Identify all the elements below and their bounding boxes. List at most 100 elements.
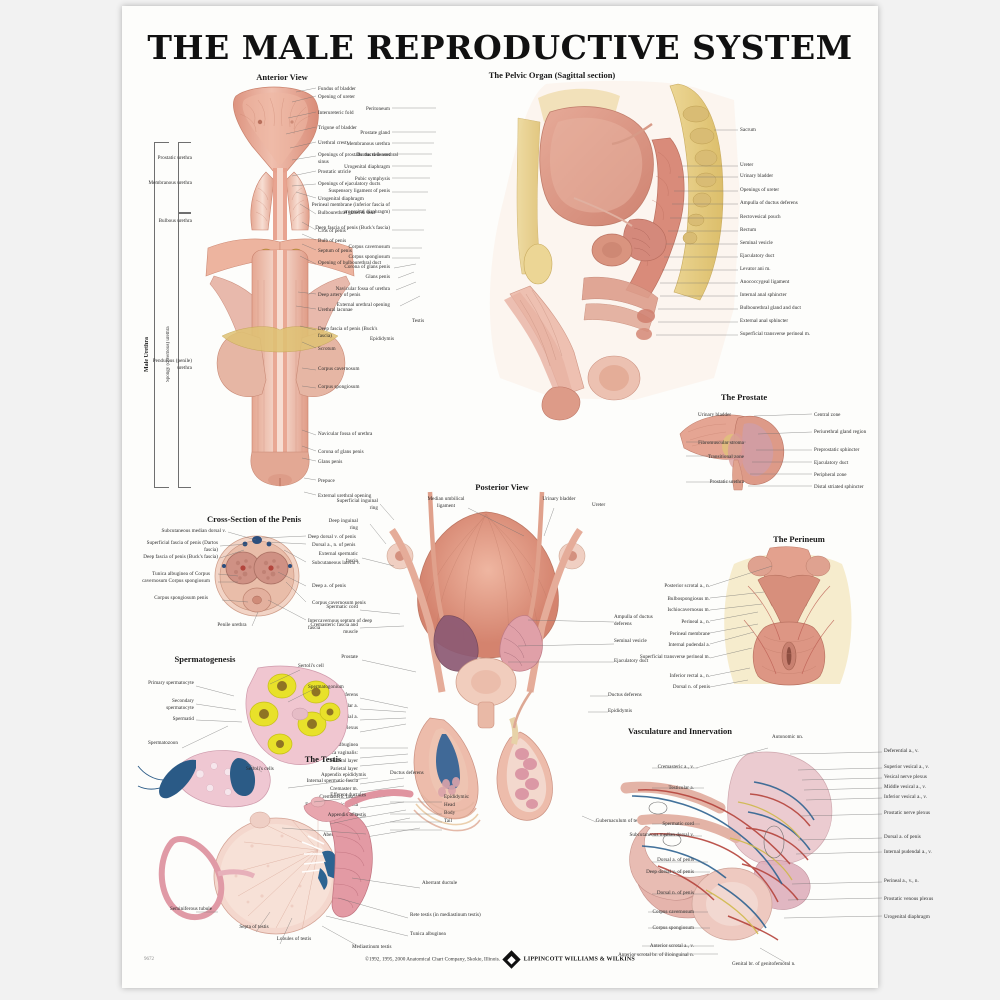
label-tunica-albuginea-testis: Tunica albuginea [410, 931, 446, 937]
label-corona-glans-pelvic: Corona of glans penis [344, 264, 390, 270]
label-rectum: Rectum [740, 227, 757, 233]
panel-title-spermatogenesis: Spermatogenesis [174, 654, 236, 664]
catalog-code: 9672 [144, 957, 154, 962]
bracket-prostatic-membranous [178, 142, 191, 214]
panel-title-cross-section: Cross-Section of the Penis [206, 514, 302, 524]
label-urogenital-diaphragm-pelvic: Urogenital diaphragm [344, 164, 390, 170]
label-perineal-a-v-n: Perineal a., v., n. [884, 878, 919, 884]
label-urogenital-diaphragm-vasc: Urogenital diaphragm [884, 914, 930, 920]
label-external-urethral-opening: External urethral opening [318, 493, 372, 499]
label-deep-fascia-of-penis: Deep fascia of penis (Buck's fascia) [318, 326, 378, 339]
label-septum-of-penis: Septum of penis [318, 248, 352, 254]
anterior-view-leader-lines [285, 87, 317, 496]
label-prostate-gland: Prostate gland [360, 130, 390, 136]
bracket-male-urethra [154, 142, 169, 488]
label-ureter-posterior: Ureter [592, 502, 606, 508]
label-trigone-of-bladder: Trigone of bladder [318, 125, 357, 131]
label-openings-ejaculatory-ducts: Openings of ejaculatory ducts [318, 181, 381, 187]
label-urinary-bladder-posterior: Urinary bladder [542, 496, 576, 502]
label-corpus-cavernosum-penis-cross: Corpus cavernosum penis [312, 600, 366, 606]
label-median-umbilical-ligament: Median umbilical ligament [427, 496, 465, 509]
label-external-spermatic-fascia-post: External spermatic fascia [318, 551, 358, 564]
label-tunica-vaginalis: Tunica vaginalis: [322, 750, 358, 756]
label-bulbospongiosus-m: Bulbospongiosus m. [667, 596, 710, 602]
label-periurethral-gland-region: Periurethral gland region [814, 429, 867, 435]
label-sertolis-cells: Sertoli's cells [246, 766, 274, 772]
label-ejaculatory-duct-post: Ejaculatory duct [614, 658, 649, 664]
label-openings-prostatic-ducts: Openings of prostatic ducts in urethral … [318, 152, 399, 165]
label-prostate-post: Prostate [341, 654, 358, 660]
label-aberrant-ductule-testis: Aberrant ductule [422, 880, 458, 886]
label-subcutaneous-median-dorsal-v-vasc: Subcutaneous median dorsal v. [629, 832, 694, 838]
label-ejaculatory-duct-prostate: Ejaculatory duct [814, 460, 849, 466]
label-bulbous-urethra: Bulbous urethra [158, 218, 192, 224]
label-internal-spermatic-fascia: Internal spermatic fascia [306, 778, 358, 784]
panel-title-prostate: The Prostate [720, 392, 768, 402]
label-inferior-vesical-a-v: Inferior vesical a., v. [884, 794, 927, 800]
label-urogenital-diaphragm: Urogenital diaphragm [318, 196, 364, 202]
label-external-anal-sphincter: External anal sphincter [740, 318, 789, 324]
label-spermatogonium: Spermatogonium [308, 684, 344, 690]
label-openings-of-ureter: Openings of ureter [740, 187, 780, 193]
testis-leader-lines [196, 777, 442, 947]
label-anococcygeal-ligament: Anococcygeal ligament [740, 279, 790, 285]
label-distal-striated-sphincter: Distal striated sphincter [814, 484, 864, 490]
label-middle-vesical-a-v: Middle vesical a., v. [884, 784, 927, 790]
copyright-text: ©1992, 1995, 2000 Anatomical Chart Compa… [365, 956, 501, 963]
label-tunica-albuginea-cross: Tunica albuginea of Corpus cavernosum Co… [142, 571, 210, 584]
label-superficial-fascia-penis: Superficial fascia of penis (Dartos fasc… [146, 540, 218, 553]
label-visceral-layer: Visceral layer [329, 758, 358, 764]
label-internal-anal-sphincter: Internal anal sphincter [740, 292, 787, 298]
label-bulb-of-penis: Bulb of penis [318, 238, 347, 244]
label-superficial-transverse-perineal-m: Superficial transverse perineal m. [639, 654, 710, 660]
publisher-logo-icon [502, 950, 522, 969]
label-rectovesical-pouch: Rectovesical pouch [740, 214, 781, 220]
label-opening-bulbourethral-duct: Opening of bulbourethral duct [318, 260, 382, 266]
label-bulbourethral-gland-duct: Bulbourethral gland & duct [318, 210, 376, 216]
label-fibromuscular-stroma: Fibromuscular stroma [698, 440, 744, 446]
label-dorsal-a-of-penis-vasc: Dorsal a. of penis [657, 857, 694, 863]
pelvic-organ-right-leader-lines [656, 129, 738, 336]
label-prostatic-utricle: Prostatic utricle [318, 169, 351, 175]
label-peripheral-zone: Peripheral zone [814, 472, 847, 478]
label-dorsal-n-of-penis-perineum: Dorsal n. of penis [672, 684, 710, 690]
posterior-view-leader-lines [359, 503, 615, 839]
label-autonomic-nn: Autonomic nn. [772, 734, 804, 740]
perineum-leader-lines [709, 565, 773, 688]
spermatogenesis-leader-lines [181, 669, 313, 773]
label-urethral-crest: Urethral crest [318, 140, 347, 146]
publisher-name: LIPPINCOTT WILLIAMS & WILKINS [523, 956, 635, 963]
label-dorsal-a-of-penis-right: Dorsal a. of penis [884, 834, 921, 840]
label-genital-br-genitofemoral: Genital br. of genitofemoral n. [732, 961, 796, 967]
page-title: THE MALE REPRODUCTIVE SYSTEM [147, 28, 853, 67]
label-ampulla-ductus-deferens-post: Ampulla of ductus deferens [614, 614, 653, 627]
label-sacrum: Sacrum [740, 127, 756, 133]
label-urethral-lacunae: Urethral lacunae [318, 307, 353, 313]
label-spermatid: Spermatid [172, 716, 194, 722]
label-dorsal-a-n-penis-cross: Dorsal a., n. of penis [312, 542, 356, 548]
label-prostatic-venous-plexus: Prostatic venous plexus [884, 896, 934, 902]
label-pendulous-penile-urethra: Pendulous (penile) urethra [152, 358, 192, 371]
label-inferior-rectal-a-n: Inferior rectal a., n. [669, 673, 710, 679]
label-prostatic-nerve-plexus: Prostatic nerve plexus [884, 810, 931, 816]
perineum-illustration [724, 546, 852, 686]
label-ischiocavernosus-m: Ischiocavernosus m. [667, 607, 710, 613]
label-corpus-spongiosum-penis-cross: Corpus spongiosum penis [154, 595, 208, 601]
label-tunica-albuginea-post: Tunica albuginea [322, 742, 358, 748]
label-crus-of-penis: Crus of penis [318, 228, 346, 234]
label-seminiferous-tubule: Seminiferous tubule [169, 906, 213, 912]
label-subcutaneous-lateral-v: Subcutaneous lateral v. [312, 560, 361, 566]
label-corpus-spongiosum: Corpus spongiosum [318, 384, 360, 390]
label-cremaster-m: Cremaster m. [329, 786, 358, 792]
label-transitional-zone: Transitional zone [707, 454, 744, 460]
label-deep-artery-of-penis: Deep artery of penis [318, 292, 361, 298]
label-perineal-membrane-panel: Perineal membrane [669, 631, 710, 637]
label-spermatic-cord-post: Spermatic cord [326, 604, 358, 610]
label-seminal-vesicle-pelvic: Seminal vesicle [740, 240, 773, 246]
label-rete-testis: Rete testis (in mediastinum testis) [410, 912, 481, 918]
label-deep-a-of-penis: Deep a. of penis [312, 583, 346, 589]
vasculature-illustration [620, 751, 833, 941]
label-corpus-spongiosum-pelvic: Corpus spongiosum [348, 254, 390, 260]
label-epididymis-head: Head [444, 802, 455, 808]
